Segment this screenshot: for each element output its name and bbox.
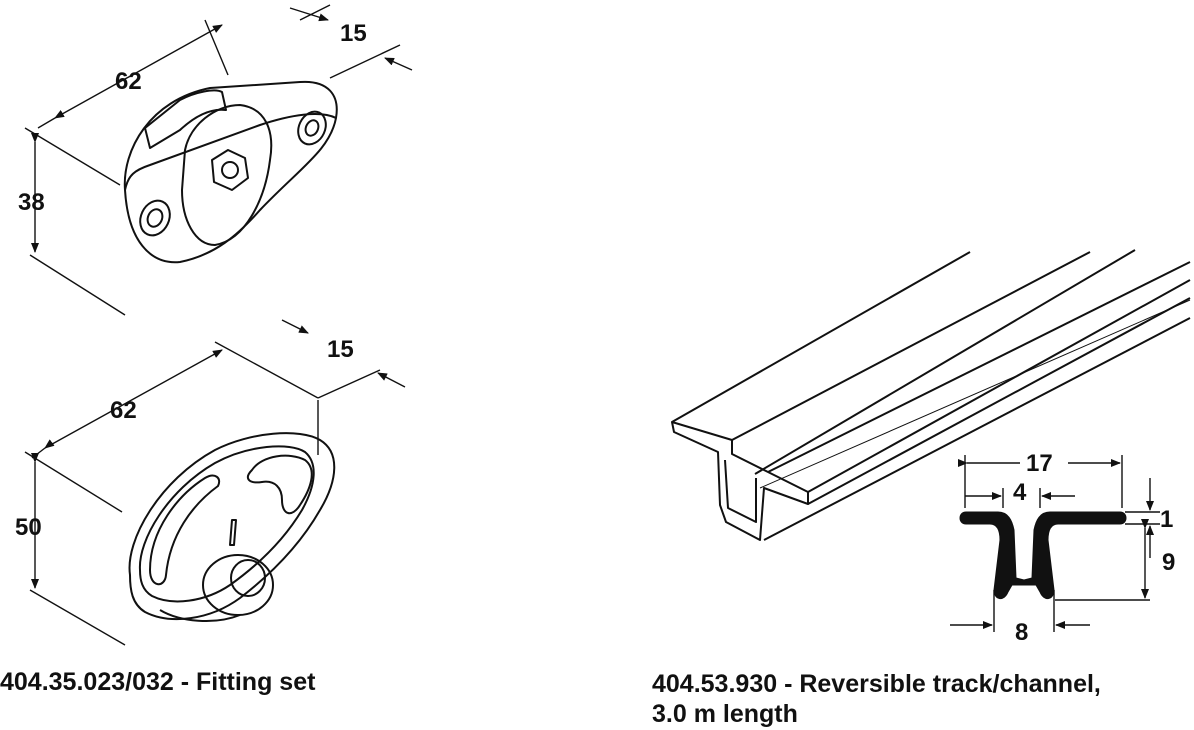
fitting-bottom-dimensions — [24, 319, 406, 646]
fitting-top-dim-length: 62 — [115, 68, 142, 95]
fitting-top-tongue — [144, 89, 227, 149]
caption-track: 404.53.930 - Reversible track/channel, 3… — [652, 669, 1192, 729]
track-end-face — [671, 421, 809, 541]
track-profile-drawing — [959, 511, 1127, 599]
track-dim-slot-width: 4 — [1013, 479, 1027, 506]
fitting-top-hole-left-inner — [146, 208, 164, 228]
fitting-bottom-dim-height: 50 — [15, 514, 42, 541]
fitting-bottom-dim-length: 62 — [110, 397, 137, 424]
fitting-top-dimensions — [24, 4, 413, 316]
track-dim-channel-width: 8 — [1015, 619, 1028, 646]
track-drawing — [671, 249, 1191, 541]
fitting-top-hole-left — [139, 199, 171, 237]
track-dim-overall-width: 17 — [1026, 450, 1053, 477]
fitting-top-plate-outline — [123, 80, 338, 264]
fitting-bottom-curved-slot — [149, 474, 221, 586]
fitting-bottom-roller-edge — [159, 609, 241, 623]
fitting-top-hole-right — [297, 110, 327, 146]
fitting-bottom-dim-width: 15 — [327, 336, 354, 363]
caption-track-line2: 3.0 m length — [652, 700, 798, 728]
fitting-top-dim-height: 38 — [18, 189, 45, 216]
caption-track-line1: 404.53.930 - Reversible track/channel, — [652, 670, 1101, 698]
fitting-top-dim-width: 15 — [340, 20, 367, 47]
fitting-top-nut-hole — [221, 161, 239, 179]
track-dim-depth: 9 — [1162, 549, 1175, 576]
fitting-bottom-outline — [128, 432, 336, 621]
track-profile-dimensions — [950, 455, 1160, 632]
fitting-top-hex-nut — [211, 149, 249, 191]
fitting-bottom-kidney-slot — [246, 454, 313, 515]
fitting-bottom-inner-ring — [138, 445, 315, 603]
fitting-bottom-roller-hub — [230, 559, 266, 597]
track-dim-lip: 1 — [1160, 506, 1173, 533]
track-end-channel — [724, 459, 757, 523]
fitting-bottom-small-slot — [229, 519, 237, 546]
fitting-top-plate-edge — [124, 113, 337, 191]
fitting-top-hole-right-inner — [304, 119, 320, 137]
fitting-bottom-drawing — [128, 432, 336, 623]
fitting-top-drawing — [123, 80, 338, 264]
caption-fitting-set: 404.35.023/032 - Fitting set — [0, 668, 316, 696]
track-profile-section — [959, 511, 1127, 599]
